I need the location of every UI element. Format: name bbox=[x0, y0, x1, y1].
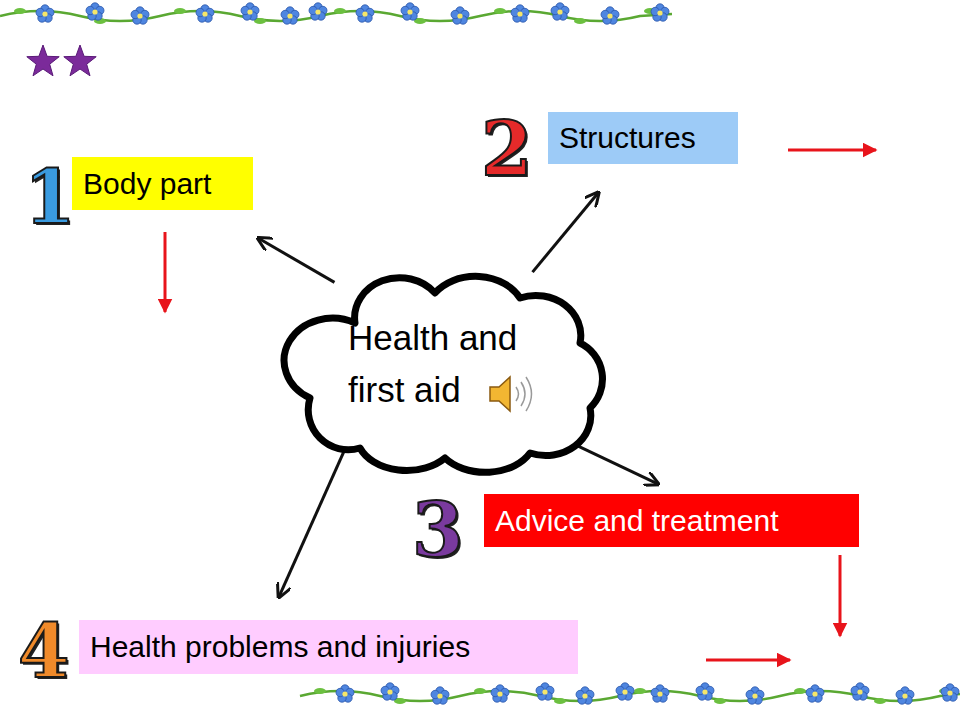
connector-arrow bbox=[279, 450, 345, 597]
cloud-shape bbox=[284, 276, 602, 472]
topic-cloud: Health and first aid bbox=[285, 268, 615, 473]
connector-arrow bbox=[533, 192, 599, 272]
topic-box: Health problems and injuries bbox=[79, 620, 578, 674]
topic-label: Health problems and injuries bbox=[90, 630, 470, 664]
topic-box: Advice and treatment bbox=[484, 494, 859, 547]
flower-border-top bbox=[0, 3, 672, 24]
purple-stars bbox=[27, 45, 96, 76]
topic-title: Health and first aid bbox=[348, 312, 543, 416]
callout-number: 3 bbox=[412, 493, 464, 567]
callout-number: 1 bbox=[24, 160, 76, 234]
topic-label: Advice and treatment bbox=[495, 504, 779, 538]
topic-label: Body part bbox=[83, 167, 211, 201]
red-pointer-arrows bbox=[165, 150, 876, 660]
topic-box: Body part bbox=[72, 157, 253, 210]
topic-label: Structures bbox=[559, 121, 696, 155]
speaker-icon bbox=[490, 377, 532, 411]
callout-number: 4 bbox=[18, 614, 70, 688]
callout-number: 2 bbox=[481, 112, 533, 186]
connector-arrow bbox=[258, 238, 334, 282]
topic-box: Structures bbox=[548, 112, 738, 164]
flower-border-bottom bbox=[300, 683, 960, 704]
